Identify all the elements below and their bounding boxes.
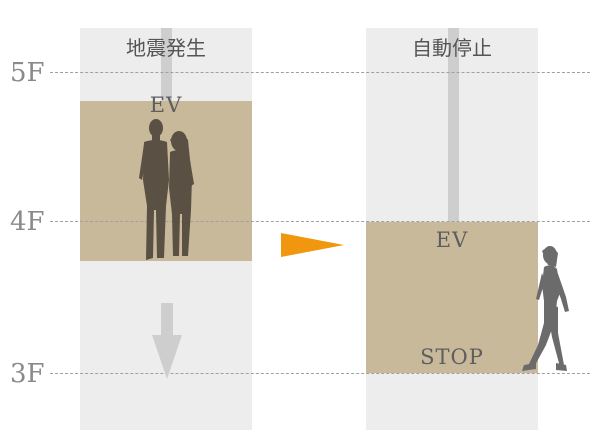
- floor-line-5f: [50, 72, 590, 73]
- cab-label-left: EV: [149, 93, 183, 117]
- panel-title-left: 地震発生: [126, 36, 206, 60]
- floor-label-4f: 4F: [10, 207, 45, 237]
- panel-title-right: 自動停止: [412, 36, 492, 60]
- down-arrow-icon: [152, 303, 182, 379]
- elevator-cab-right: [366, 222, 538, 373]
- elevator-cable-right: [448, 28, 459, 222]
- cab-label-right: EV: [435, 228, 469, 252]
- walking-woman-silhouette-icon: [522, 246, 569, 371]
- stop-label: STOP: [420, 345, 484, 369]
- couple-silhouette-icon: [139, 119, 194, 260]
- floor-label-5f: 5F: [10, 58, 45, 88]
- elevator-cable-left: [161, 28, 172, 101]
- right-triangle-arrow-icon: [281, 233, 344, 257]
- floor-label-3f: 3F: [10, 359, 45, 389]
- floor-line-3f: [50, 373, 590, 374]
- floor-line-4f: [50, 221, 590, 222]
